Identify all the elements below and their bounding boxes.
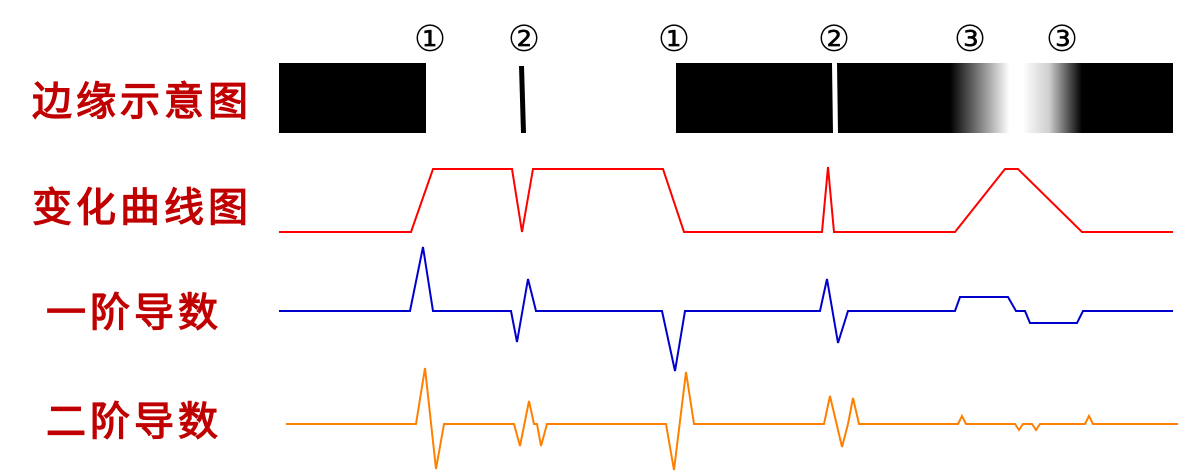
change-curve-line: [279, 166, 1173, 233]
label-change-curve: 变化曲线图: [32, 184, 252, 231]
label-second-derivative: 二阶导数: [46, 398, 222, 445]
marker-line-edge-2: ②: [817, 19, 851, 60]
first-derivative-line: [279, 246, 1173, 372]
marker-roof-edge-1: ③: [953, 19, 987, 60]
marker-ramp-edge-1: ①: [413, 19, 447, 60]
marker-line-edge-1: ②: [507, 19, 541, 60]
edge-roof-gradient: [950, 63, 1082, 133]
marker-ramp-edge-2: ①: [657, 19, 691, 60]
label-edge-diagram: 边缘示意图: [32, 78, 252, 125]
marker-roof-edge-2: ③: [1045, 19, 1079, 60]
edge-thin-line: [519, 66, 526, 133]
edge-block-right: [676, 63, 1173, 133]
second-derivative-line: [286, 367, 1178, 471]
edge-strip: [279, 63, 1173, 133]
edge-block-left: [279, 63, 426, 133]
edge-white-gap: [832, 63, 838, 133]
label-first-derivative: 一阶导数: [46, 289, 222, 336]
